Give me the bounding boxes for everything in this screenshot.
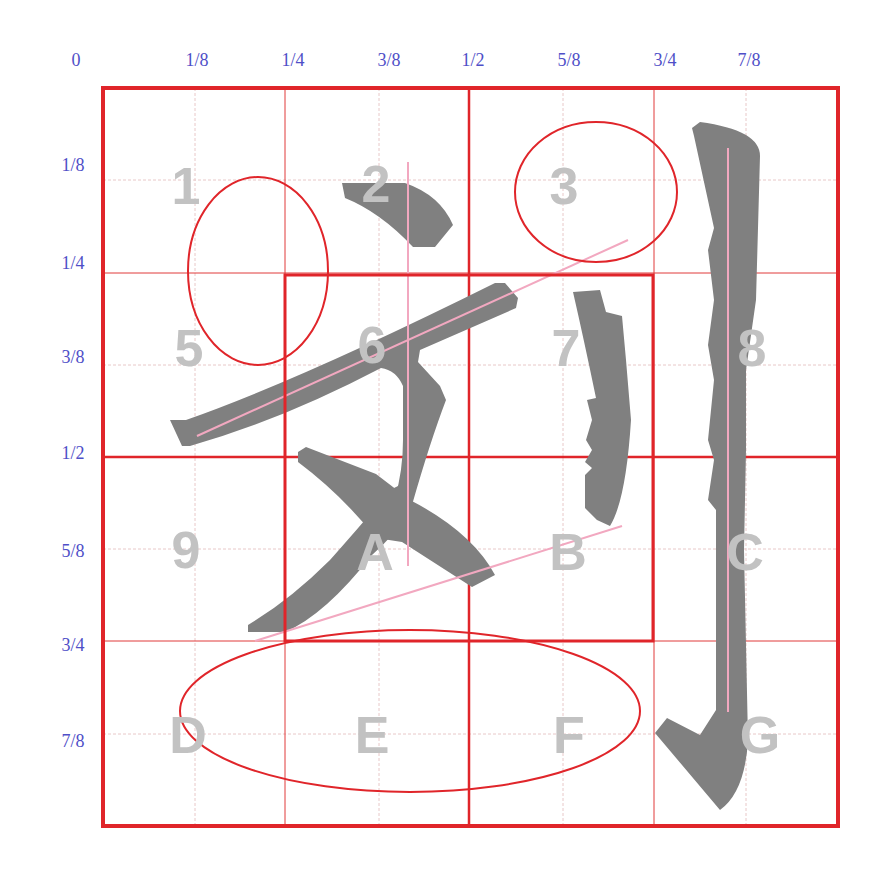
scale-label: 5/8: [557, 51, 580, 69]
cell-number: 7: [552, 322, 581, 374]
scale-label: 0: [72, 51, 81, 69]
highlight-ellipses: [180, 122, 677, 792]
scale-label: 3/4: [61, 636, 84, 654]
scale-label: 3/8: [377, 51, 400, 69]
cell-number: D: [169, 709, 207, 761]
scale-label: 5/8: [61, 542, 84, 560]
cell-number: E: [355, 709, 390, 761]
cell-number: 8: [738, 322, 767, 374]
scale-label: 1/8: [61, 156, 84, 174]
cell-number: 3: [550, 160, 579, 212]
scale-label: 7/8: [61, 732, 84, 750]
scale-label: 1/4: [61, 254, 84, 272]
scale-label: 3/8: [61, 348, 84, 366]
frames: [103, 88, 838, 826]
cell-number: B: [549, 526, 587, 578]
guide-lines: [197, 148, 728, 712]
cell-number: 9: [172, 524, 201, 576]
cell-number: G: [740, 709, 780, 761]
cell-number: 1: [172, 160, 201, 212]
character-strokes: [170, 122, 760, 810]
cell-number: 2: [362, 158, 391, 210]
scale-label: 7/8: [737, 51, 760, 69]
cell-number: C: [726, 526, 764, 578]
scale-label: 1/4: [281, 51, 304, 69]
cell-number: 5: [175, 322, 204, 374]
cell-number: A: [356, 526, 394, 578]
scale-label: 3/4: [653, 51, 676, 69]
scale-label: 1/8: [185, 51, 208, 69]
scale-label: 1/2: [461, 51, 484, 69]
center-lines: [103, 88, 840, 826]
cell-number: 6: [358, 319, 387, 371]
scale-label: 1/2: [61, 444, 84, 462]
cell-number: F: [553, 709, 585, 761]
